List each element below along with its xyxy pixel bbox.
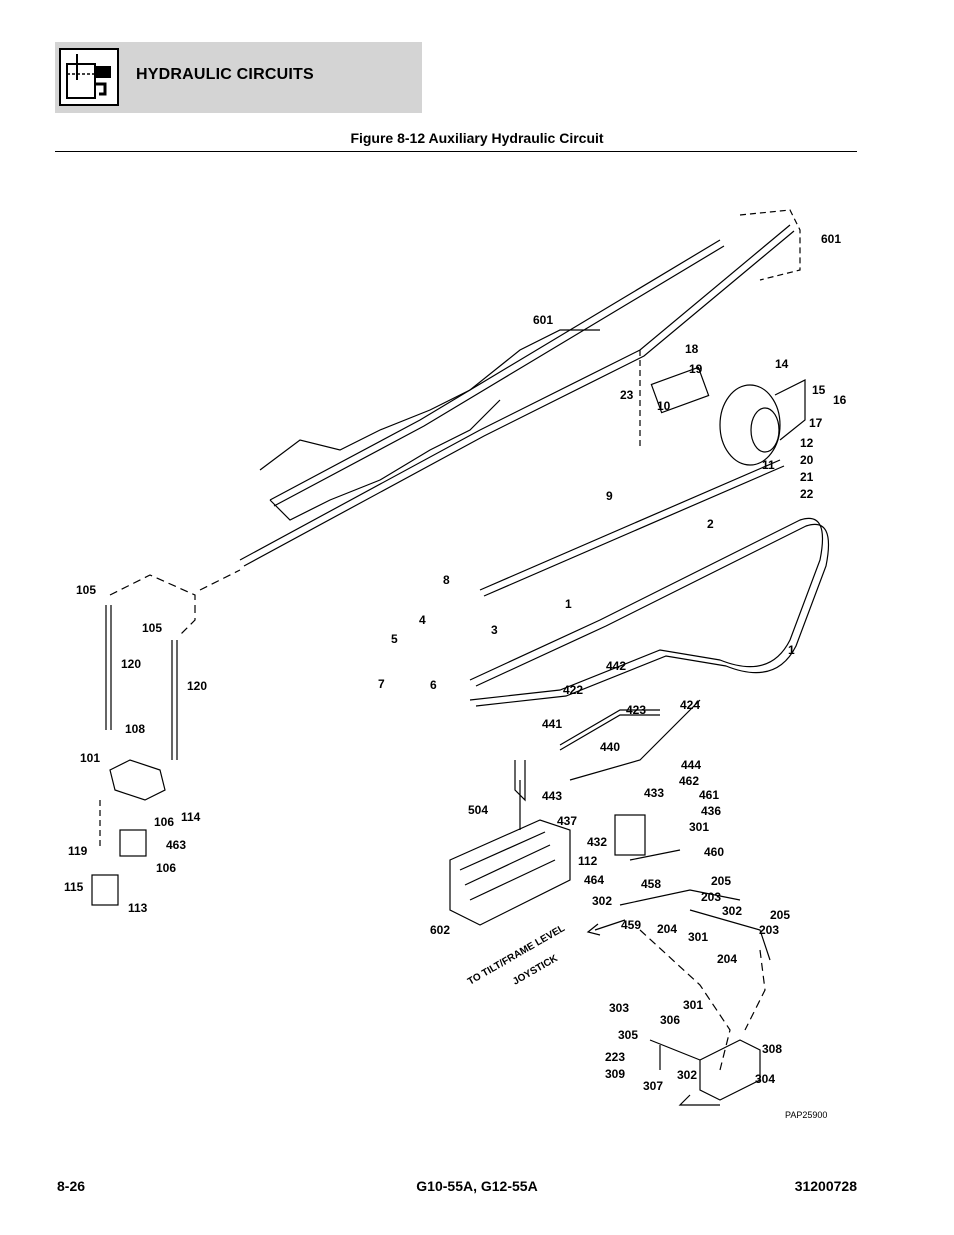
callout-label: 7	[378, 677, 385, 691]
callout-label: 302	[677, 1068, 697, 1082]
callout-label: 441	[542, 717, 562, 731]
callout-label: 115	[64, 880, 84, 894]
callout-label: 301	[688, 930, 708, 944]
callout-label: 2	[707, 517, 714, 531]
callout-label: 301	[689, 820, 709, 834]
callout-label: 304	[755, 1072, 775, 1086]
hydraulic-reservoir-icon	[59, 48, 119, 106]
callout-label: 8	[443, 573, 450, 587]
callout-label: 108	[125, 722, 145, 736]
hydraulic-circuit-diagram: 6016011819231014151617111220212292105810…	[64, 209, 847, 1120]
callout-label: 113	[128, 901, 148, 915]
callout-label: 461	[699, 788, 719, 802]
callout-label: 442	[606, 659, 626, 673]
callout-label: 19	[689, 362, 703, 376]
callout-label: 114	[181, 810, 201, 824]
callout-label: 23	[620, 388, 634, 402]
callout-label: 458	[641, 877, 661, 891]
callout-label: 601	[533, 313, 553, 327]
callout-label: 203	[759, 923, 779, 937]
callout-label: 203	[701, 890, 721, 904]
callout-label: 105	[142, 621, 162, 635]
callout-label: 306	[660, 1013, 680, 1027]
callout-label: 302	[722, 904, 742, 918]
callout-label: 18	[685, 342, 699, 356]
callout-label: 12	[800, 436, 814, 450]
model-label: G10-55A, G12-55A	[416, 1178, 538, 1194]
callout-label: 16	[833, 393, 847, 407]
callout-label: 120	[187, 679, 207, 693]
page-number: 8-26	[57, 1178, 86, 1194]
callout-label: 308	[762, 1042, 782, 1056]
callout-label: 303	[609, 1001, 629, 1015]
callout-label: 302	[592, 894, 612, 908]
callout-label: 204	[657, 922, 677, 936]
callout-label: 437	[557, 814, 577, 828]
callout-label: 3	[491, 623, 498, 637]
callout-label: 433	[644, 786, 664, 800]
callout-label: 443	[542, 789, 562, 803]
callout-label: 105	[76, 583, 96, 597]
callout-label: 223	[605, 1050, 625, 1064]
callout-label: 601	[821, 232, 841, 246]
callout-label: 307	[643, 1079, 663, 1093]
callout-label: 101	[80, 751, 100, 765]
callout-label: 424	[680, 698, 700, 712]
callout-label: 205	[770, 908, 790, 922]
callout-label: 1	[565, 597, 572, 611]
callout-label: 462	[679, 774, 699, 788]
callout-label: 444	[681, 758, 701, 772]
callout-label: 301	[683, 998, 703, 1012]
callout-label: 106	[154, 815, 174, 829]
callout-label: 204	[717, 952, 737, 966]
callout-label: 1	[788, 643, 795, 657]
callout-label: 14	[775, 357, 789, 371]
callout-label: 459	[621, 918, 641, 932]
callout-label: 440	[600, 740, 620, 754]
callout-label: 112	[578, 854, 598, 868]
callout-label: 205	[711, 874, 731, 888]
callout-label: 21	[800, 470, 814, 484]
title-rule	[55, 151, 857, 152]
doc-number: 31200728	[794, 1178, 857, 1194]
callout-label: 423	[626, 703, 646, 717]
callout-label: 120	[121, 657, 141, 671]
callout-label: 309	[605, 1067, 625, 1081]
figure-title: Figure 8-12 Auxiliary Hydraulic Circuit	[350, 130, 604, 146]
callout-label: 22	[800, 487, 814, 501]
diagram-art	[91, 209, 830, 1106]
callout-label: 15	[812, 383, 826, 397]
callout-label: 11	[762, 458, 775, 472]
section-title: HYDRAULIC CIRCUITS	[136, 66, 314, 83]
callout-label: 20	[800, 453, 814, 467]
callout-label: 422	[563, 683, 583, 697]
callout-label: 464	[584, 873, 604, 887]
callout-label: 17	[809, 416, 823, 430]
callout-label: 463	[166, 838, 186, 852]
callout-label: 4	[419, 613, 426, 627]
callout-label: 119	[68, 844, 88, 858]
callout-label: 602	[430, 923, 450, 937]
callout-label: 9	[606, 489, 613, 503]
callout-label: 436	[701, 804, 721, 818]
callout-label: 432	[587, 835, 607, 849]
callout-label: 10	[657, 399, 671, 413]
callout-label: 106	[156, 861, 176, 875]
callout-label: 504	[468, 803, 488, 817]
callout-label: 5	[391, 632, 398, 646]
callout-label: 460	[704, 845, 724, 859]
art-code: PAP25900	[785, 1110, 827, 1120]
callout-label: 305	[618, 1028, 638, 1042]
callout-label: 6	[430, 678, 437, 692]
